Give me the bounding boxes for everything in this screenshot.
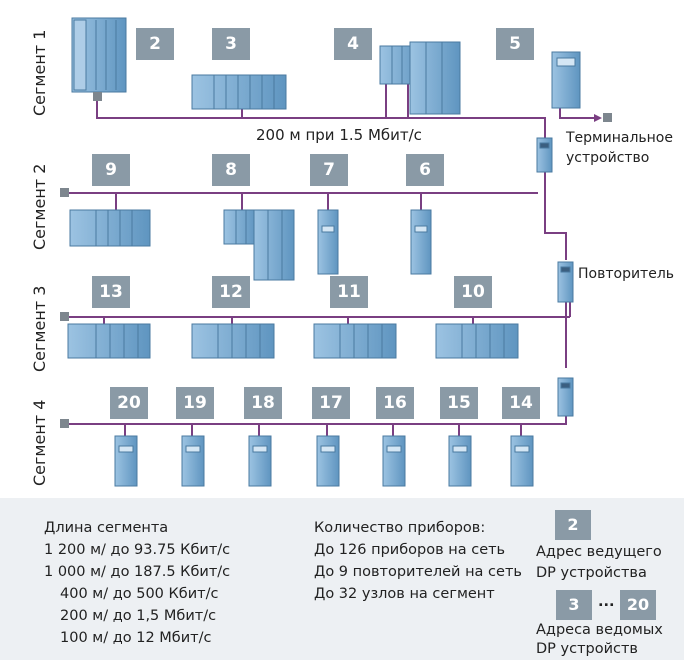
node-address-12: 12 <box>212 276 250 308</box>
terminal-label-line-1: Терминальное <box>566 130 673 146</box>
segment-3-terminator <box>60 312 69 321</box>
io-rack-13 <box>67 323 151 359</box>
node-address-7: 7 <box>310 154 348 186</box>
drive-20 <box>114 435 138 487</box>
io-rack-12 <box>191 323 275 359</box>
terminal-port <box>603 113 612 122</box>
drive-15 <box>448 435 472 487</box>
legend-slave-from-box: 3 <box>556 590 592 620</box>
node-address-10: 10 <box>454 276 492 308</box>
device-count-row: До 126 приборов на сеть <box>314 542 506 558</box>
segment-3-label: Сегмент 3 <box>30 285 49 372</box>
node-address-9: 9 <box>92 154 130 186</box>
segment-length-row: 200 м/ до 1,5 Мбит/с <box>60 608 217 624</box>
node-address-16: 16 <box>376 387 414 419</box>
segment-3-bus <box>68 316 570 324</box>
drive-14 <box>510 435 534 487</box>
node-address-13: 13 <box>92 276 130 308</box>
drive-16 <box>382 435 406 487</box>
segment-1-label: Сегмент 1 <box>30 29 49 116</box>
repeater-trunk <box>544 170 571 368</box>
segment-2-label: Сегмент 2 <box>30 163 49 250</box>
repeater-1 <box>536 137 553 173</box>
legend-slave-text-2: DP устройств <box>536 641 638 657</box>
drive-7 <box>317 209 339 275</box>
node-address-2: 2 <box>136 28 174 60</box>
node-address-17: 17 <box>312 387 350 419</box>
legend-master-text-1: Адрес ведущего <box>536 544 662 560</box>
node-address-5: 5 <box>496 28 534 60</box>
drive-18 <box>248 435 272 487</box>
drive-17 <box>316 435 340 487</box>
device-count-row: До 9 повторителей на сеть <box>314 564 522 580</box>
node-address-11: 11 <box>330 276 368 308</box>
repeater-2 <box>557 261 574 303</box>
terminal-label-line-2: устройство <box>566 150 650 166</box>
legend-master-text-2: DP устройства <box>536 565 647 581</box>
io-rack-8 <box>223 209 295 281</box>
node-address-14: 14 <box>502 387 540 419</box>
drive-19 <box>181 435 205 487</box>
device-count-title: Количество приборов: <box>314 520 486 536</box>
legend-master-box: 2 <box>555 510 591 540</box>
segment-length-row: 1 000 м/ до 187.5 Кбит/с <box>44 564 231 580</box>
segment-length-row: 1 200 м/ до 93.75 Кбит/с <box>44 542 231 558</box>
repeater-3 <box>557 377 574 417</box>
segment-4-label: Сегмент 4 <box>30 399 49 486</box>
legend-slave-to-box: 20 <box>620 590 656 620</box>
segment-2-bus <box>68 192 538 210</box>
legend-slave-text-1: Адреса ведомых <box>536 622 663 638</box>
segment-2-terminator <box>60 188 69 197</box>
node-address-8: 8 <box>212 154 250 186</box>
io-rack-10 <box>435 323 519 359</box>
segment-4-terminator <box>60 419 69 428</box>
repeater-label: Повторитель <box>578 266 675 282</box>
io-rack-11 <box>313 323 397 359</box>
segment-length-title: Длина сегмента <box>44 520 169 536</box>
bus-speed-label: 200 м при 1.5 Мбит/с <box>256 126 422 144</box>
node-address-6: 6 <box>406 154 444 186</box>
bus-arrow-right <box>594 114 602 122</box>
master-port <box>93 92 102 101</box>
io-rack-9 <box>69 209 151 247</box>
drive-5 <box>551 51 581 109</box>
device-count-row: До 32 узлов на сегмент <box>314 586 495 602</box>
io-rack-4 <box>379 41 461 115</box>
node-address-4: 4 <box>334 28 372 60</box>
legend-ellipsis: ... <box>598 594 615 610</box>
segment-length-row: 400 м/ до 500 Кбит/с <box>60 586 219 602</box>
node-address-15: 15 <box>440 387 478 419</box>
node-address-20: 20 <box>110 387 148 419</box>
legend-panel: Длина сегмента 1 200 м/ до 93.75 Кбит/с … <box>0 498 684 660</box>
node-address-19: 19 <box>176 387 214 419</box>
segment-length-row: 100 м/ до 12 Мбит/с <box>60 630 212 646</box>
master-plc-module <box>71 17 127 93</box>
io-rack-3 <box>191 74 287 110</box>
node-address-3: 3 <box>212 28 250 60</box>
drive-6 <box>410 209 432 275</box>
node-address-18: 18 <box>244 387 282 419</box>
network-diagram <box>60 17 612 487</box>
